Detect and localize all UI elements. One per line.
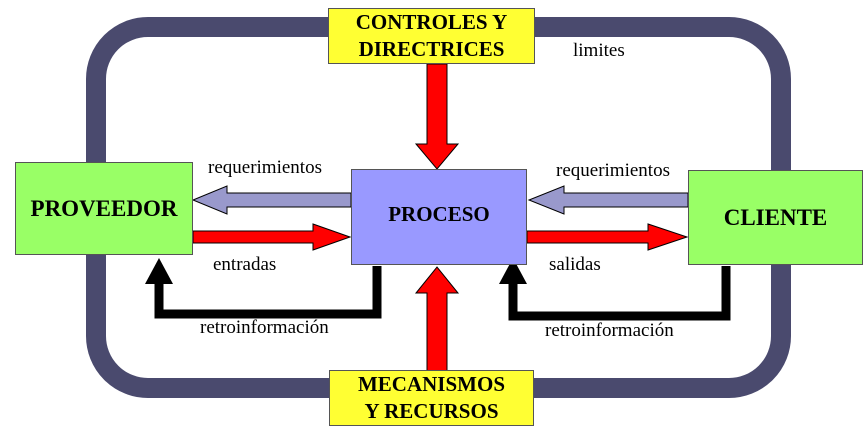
mechanisms-box: MECANISMOS Y RECURSOS	[329, 370, 534, 426]
mechanisms-arrow	[414, 266, 460, 372]
client-box: CLIENTE	[688, 170, 863, 265]
controls-arrow	[414, 63, 460, 170]
controls-line-1: CONTROLES Y	[355, 10, 508, 34]
controls-line-2: DIRECTRICES	[358, 37, 505, 61]
mechanisms-line-1: MECANISMOS	[357, 372, 505, 396]
client-label: CLIENTE	[723, 204, 828, 230]
requirements-label-right: requerimientos	[556, 160, 670, 181]
feedback-line-right	[508, 266, 731, 321]
feedback-line-left	[154, 266, 382, 319]
requirements-label-left: requerimientos	[208, 157, 322, 178]
inputs-arrow	[192, 223, 352, 251]
inputs-label: entradas	[213, 254, 277, 275]
process-box: PROCESO	[351, 169, 527, 265]
supplier-box: PROVEEDOR	[15, 162, 193, 255]
requirements-arrow-right	[527, 185, 689, 215]
limits-label: limites	[573, 40, 625, 61]
feedback-label-left: retroinformación	[200, 317, 329, 338]
outputs-arrow	[526, 223, 689, 251]
supplier-label: PROVEEDOR	[30, 195, 178, 221]
feedback-arrowhead-right	[499, 258, 527, 284]
controls-box: CONTROLES Y DIRECTRICES	[328, 8, 535, 64]
feedback-arrowhead-left	[145, 258, 173, 284]
requirements-arrow-left	[191, 185, 352, 215]
outputs-label: salidas	[549, 254, 601, 275]
feedback-label-right: retroinformación	[545, 320, 674, 341]
mechanisms-line-2: Y RECURSOS	[364, 399, 499, 423]
process-label: PROCESO	[388, 201, 490, 226]
